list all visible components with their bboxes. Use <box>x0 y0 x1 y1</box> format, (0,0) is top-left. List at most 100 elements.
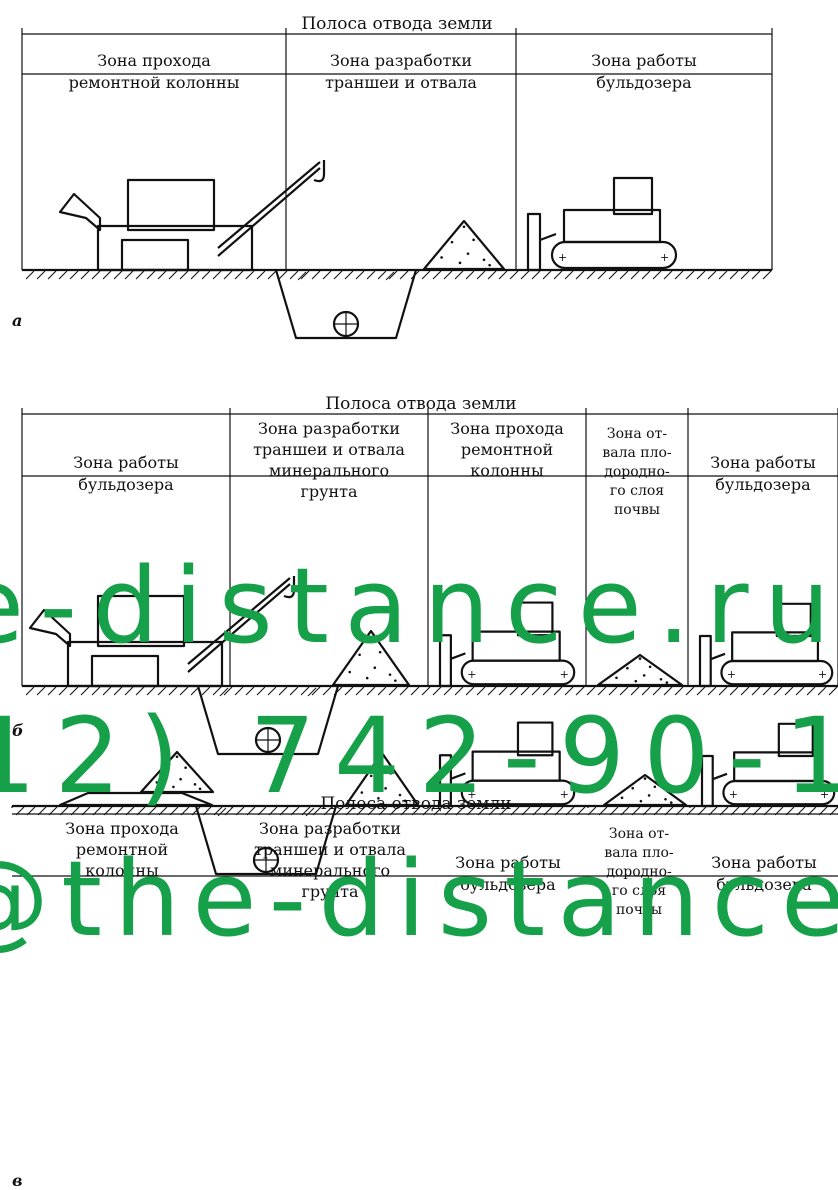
zone-label-line: грунта <box>300 482 358 501</box>
zone-label-line: вала пло- <box>604 845 674 861</box>
zone-label-line: Зона разработки <box>258 419 400 438</box>
zone-label-line: Зона прохода <box>97 51 211 70</box>
zone-label-line: вала пло- <box>602 445 672 461</box>
track <box>720 659 834 686</box>
svg-text:+: + <box>660 251 669 264</box>
cab <box>612 176 654 216</box>
zone-label-line: бульдозера <box>78 475 174 494</box>
bulldozer-icon: ++ <box>526 176 678 272</box>
spoil-dots <box>348 636 397 682</box>
svg-text:+: + <box>818 668 827 681</box>
body <box>471 750 561 782</box>
zone-label-line: колонны <box>470 461 544 480</box>
bulldozer-icon: ++ <box>438 601 576 688</box>
zone-label-line: бульдозера <box>596 73 692 92</box>
zone-label-line: ремонтной колонны <box>69 73 240 92</box>
bulldozer-icon: ++ <box>698 602 834 688</box>
blade <box>698 634 712 688</box>
blade <box>438 754 452 808</box>
cab <box>516 601 554 637</box>
zone-label-line: бульдозера <box>460 875 556 894</box>
svg-text:+: + <box>729 788 738 801</box>
ground-hatch <box>15 806 838 816</box>
zone-label-line: Зона работы <box>73 453 179 472</box>
svg-text:+: + <box>727 668 736 681</box>
zone-label-line: бульдозера <box>715 475 811 494</box>
trench-with-pipe-icon <box>196 685 340 756</box>
zone-label-line: почвы <box>616 902 662 918</box>
cab <box>516 721 554 757</box>
figure-letter: б <box>12 721 24 740</box>
strip-title: Полоса отвода земли <box>325 394 516 414</box>
blade <box>700 754 714 808</box>
trench-with-pipe-icon <box>194 805 338 876</box>
zone-label-line: дородно- <box>606 864 672 880</box>
zone-label-line: траншеи и отвала <box>254 840 406 859</box>
zone-label-line: колонны <box>85 861 159 880</box>
svg-text:+: + <box>560 668 569 681</box>
spoil-dots <box>155 755 202 791</box>
zone-label-line: минерального <box>270 861 390 880</box>
soil-layer-icon <box>58 791 214 807</box>
zone-label-line: го слоя <box>612 883 666 899</box>
zone-label-line: Зона прохода <box>450 419 564 438</box>
zone-label-line: траншеи и отвала <box>253 440 405 459</box>
track <box>550 240 678 270</box>
ground-hatch <box>25 686 838 696</box>
spoil-dots <box>620 777 673 804</box>
zone-label-line: Зона прохода <box>65 819 179 838</box>
track <box>460 659 576 686</box>
zone-label-line: грунта <box>301 882 359 901</box>
hook-icon <box>283 576 296 599</box>
zone-label-line: траншеи и отвала <box>325 73 477 92</box>
spoil-pile-icon <box>596 653 684 687</box>
pipelayer-crane-icon <box>58 160 326 272</box>
body <box>562 208 662 244</box>
zone-label-line: ремонтной <box>461 440 553 459</box>
zone-label-line: бульдозера <box>716 875 812 894</box>
bulldozer-icon: ++ <box>438 721 576 808</box>
spoil-pile-icon <box>602 773 688 807</box>
spoil-pile-icon <box>422 219 506 271</box>
zone-label-line: ремонтной <box>76 840 168 859</box>
pipelayer-crane-icon <box>28 576 296 688</box>
zone-label-line: Зона от- <box>607 426 667 442</box>
figure-letter: в <box>12 1171 23 1190</box>
body <box>731 631 820 663</box>
spoil-dots <box>360 757 407 803</box>
hook-icon <box>313 160 326 183</box>
zone-label-line: Зона работы <box>591 51 697 70</box>
cab <box>777 722 814 758</box>
ground-hatch <box>25 270 772 280</box>
body <box>471 630 561 662</box>
zone-label-line: го слоя <box>610 483 664 499</box>
svg-text:+: + <box>467 668 476 681</box>
zone-label-line: минерального <box>269 461 389 480</box>
svg-text:+: + <box>560 788 569 801</box>
svg-text:+: + <box>558 251 567 264</box>
bulldozer-icon: ++ <box>700 722 836 808</box>
cab <box>775 602 812 638</box>
spoil-pile-icon <box>139 750 215 794</box>
strip-title: Полоса отвода земли <box>301 14 492 34</box>
blade <box>438 634 452 688</box>
zone-label-line: почвы <box>614 502 660 518</box>
figure-letter: а <box>12 311 22 330</box>
spoil-pile-icon <box>344 751 420 807</box>
zone-label-line: Зона от- <box>609 826 669 842</box>
spoil-dots <box>440 225 491 267</box>
svg-text:+: + <box>467 788 476 801</box>
zone-label-line: Зона работы <box>711 853 817 872</box>
zone-label-line: Зона работы <box>455 853 561 872</box>
zone-label-line: Зона работы <box>710 453 816 472</box>
trench-with-pipe-icon <box>274 269 418 340</box>
blade <box>526 212 542 272</box>
zone-label-line: дородно- <box>604 464 670 480</box>
zone-label-line: Зона разработки <box>330 51 472 70</box>
body <box>733 751 822 783</box>
track <box>722 779 836 806</box>
